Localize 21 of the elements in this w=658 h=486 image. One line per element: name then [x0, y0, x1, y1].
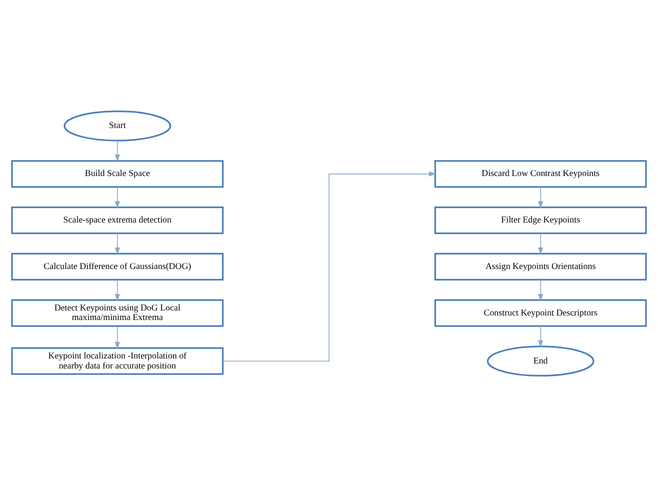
arrow [114, 325, 120, 349]
node-box: Keypoint localization -Interpolation of nearby data for accurate position [11, 346, 224, 374]
arrow [538, 325, 544, 348]
arrow [114, 186, 120, 208]
arrow [222, 170, 436, 361]
node-box: Discard Low Contrast Keypoints [434, 160, 647, 188]
node-box: Build Scale Space [11, 160, 224, 188]
node-box: Filter Edge Keypoints [434, 206, 647, 234]
node-ellipse: Start [64, 110, 172, 141]
arrow [538, 186, 544, 208]
arrow [538, 278, 544, 301]
arrow [114, 140, 120, 162]
arrow [538, 232, 544, 254]
node-ellipse: End [486, 345, 594, 376]
node-box: Scale-space extrema detection [11, 206, 224, 234]
node-box: Assign Keypoints Orientations [434, 252, 647, 280]
node-box: Detect Keypoints using DoG Local maxima/minima Extrema [11, 298, 224, 326]
arrow [114, 278, 120, 301]
node-box: Calculate Difference of Gaussians(DOG) [11, 252, 224, 280]
arrow [114, 232, 120, 254]
node-box: Construct Keypoint Descriptors [434, 298, 647, 326]
